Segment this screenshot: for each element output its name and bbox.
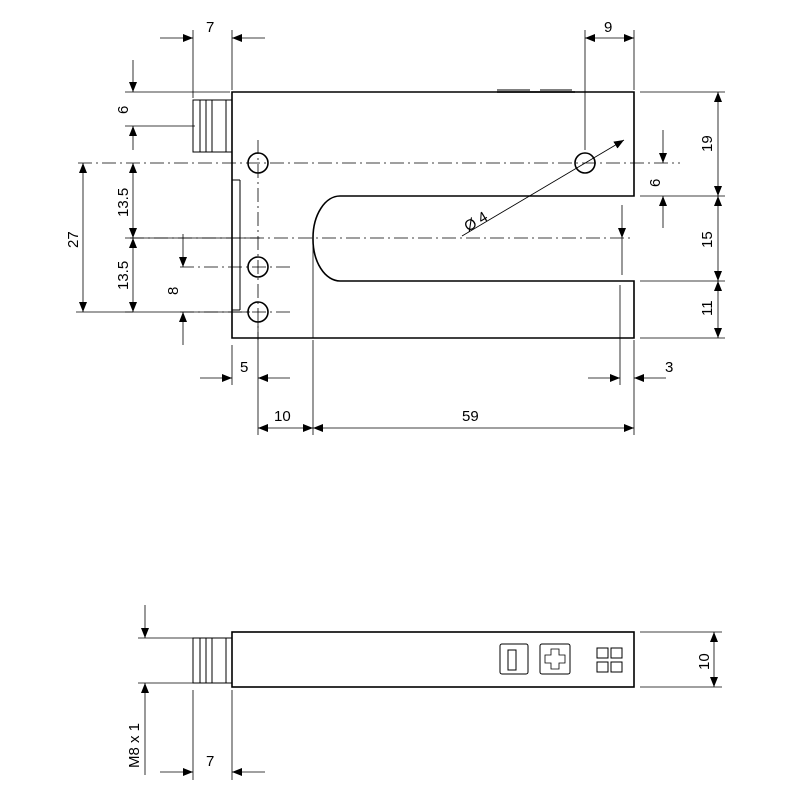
side-dimensions: 10 M8 x 1 7 bbox=[126, 605, 722, 780]
dim-connector-height: 6 bbox=[115, 106, 132, 114]
dim-hole-spacing: 8 bbox=[165, 287, 182, 295]
dim-slot-offset: 6 bbox=[647, 179, 664, 187]
dim-side-connector-width: 7 bbox=[206, 753, 214, 770]
dim-top-connector-width: 7 bbox=[206, 19, 214, 36]
sensor-side-body bbox=[231, 631, 635, 688]
connector-icon bbox=[192, 99, 233, 153]
dim-slot-start: 10 bbox=[274, 408, 291, 425]
top-view bbox=[78, 89, 680, 340]
dim-thread: M8 x 1 bbox=[126, 723, 143, 768]
plus-button-icon bbox=[539, 643, 571, 675]
minus-button-icon bbox=[499, 643, 529, 675]
dim-left-margin: 5 bbox=[240, 359, 248, 376]
dim-slot-depth: 59 bbox=[462, 408, 479, 425]
dim-overall-hole-span: 27 bbox=[65, 231, 82, 248]
dim-side-thickness: 10 bbox=[696, 653, 713, 670]
side-connector-icon bbox=[192, 637, 233, 684]
top-dimensions: 7 9 6 13.5 13.5 27 8 19 15 bbox=[65, 19, 725, 435]
dim-height-bottom: 11 bbox=[699, 300, 716, 316]
side-view bbox=[192, 631, 635, 688]
sensor-body-outline bbox=[231, 91, 635, 339]
dim-pitch-lower: 13.5 bbox=[115, 261, 132, 290]
dim-height-top: 19 bbox=[699, 135, 716, 152]
dim-hole-offset-right: 9 bbox=[604, 19, 612, 36]
dim-slot-width: 15 bbox=[699, 231, 716, 248]
dim-right-margin: 3 bbox=[665, 359, 673, 376]
led-indicators-icon bbox=[596, 647, 623, 673]
dim-hole-diameter: Ø 4 bbox=[461, 208, 490, 235]
dim-pitch-upper: 13.5 bbox=[115, 188, 132, 217]
